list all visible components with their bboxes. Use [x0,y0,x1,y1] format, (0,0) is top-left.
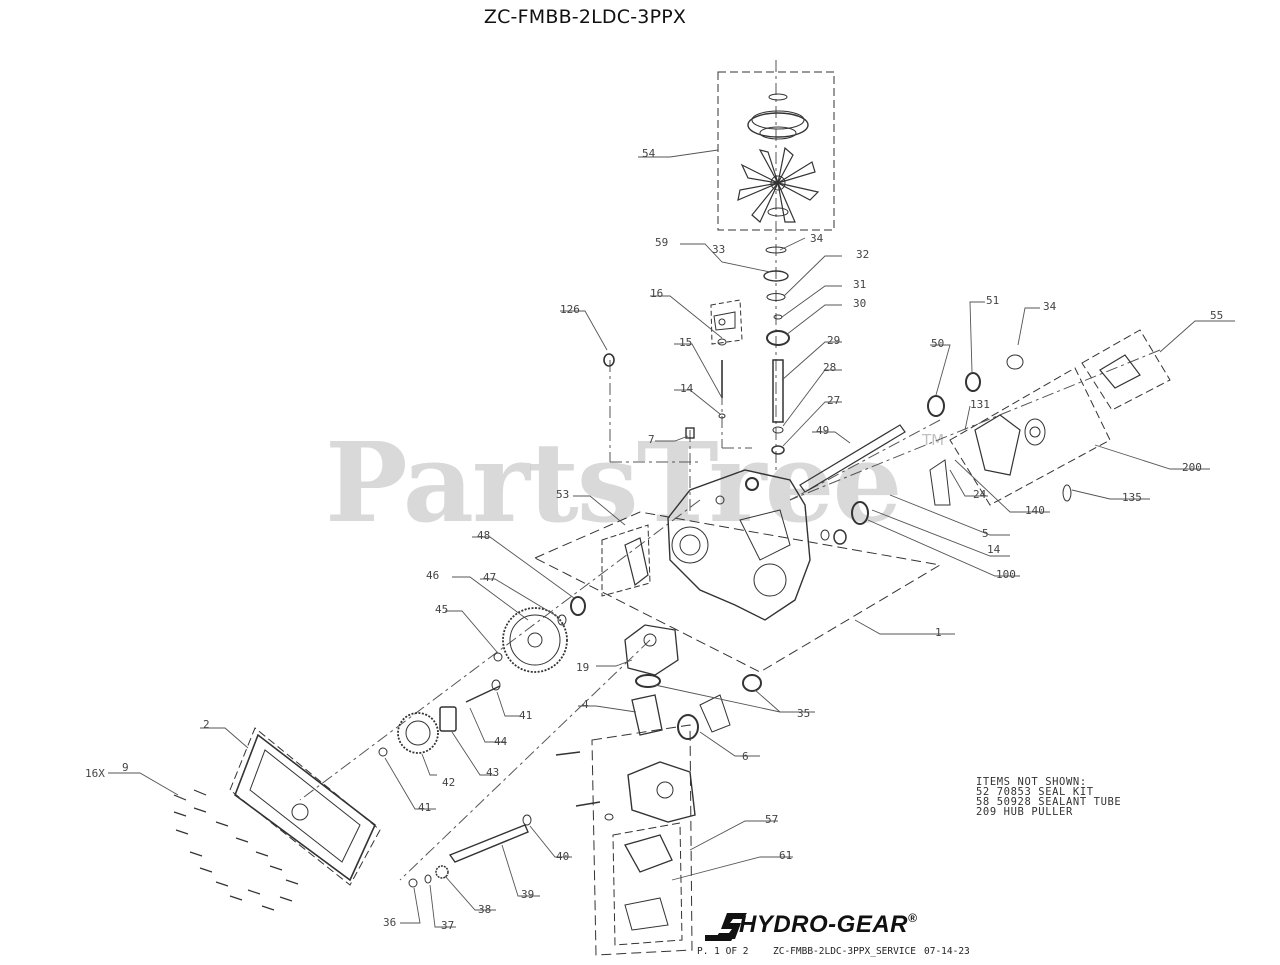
footer-doc: ZC-FMBB-2LDC-3PPX_SERVICE [773,946,916,957]
footer-page: P. 1 OF 2 [697,946,749,957]
callout-37: 37 [441,919,454,932]
callout-40: 40 [556,850,569,863]
callout-41: 41 [519,709,532,722]
callout-14b: 14 [987,543,1001,556]
watermark-tm: TM [922,431,945,449]
callout-29: 29 [827,334,840,347]
callout-19: 19 [576,661,589,674]
callout-5: 5 [982,527,989,540]
brand-name: HYDRO-GEAR [739,911,909,938]
callout-4: 4 [582,698,589,711]
hydro-gear-logo: HYDRO-GEAR® [705,909,945,943]
callout-16x: 16X [85,767,105,780]
callout-15: 15 [679,336,692,349]
note-item: 209 HUB PULLER [976,806,1073,818]
diagram-title: ZC-FMBB-2LDC-3PPX [483,6,687,28]
callout-46: 46 [426,569,439,582]
group-box-59 [710,299,743,345]
callout-200: 200 [1182,461,1202,474]
callout-24: 24 [973,488,987,501]
callout-135: 135 [1122,491,1142,504]
callout-42: 42 [442,776,455,789]
brand-mark: ® [908,911,918,925]
callout-34: 34 [810,232,824,245]
callout-53: 53 [556,488,569,501]
callout-34b: 34 [1043,300,1057,313]
callout-41b: 41 [418,801,431,814]
callout-38: 38 [478,903,491,916]
callout-16: 16 [650,287,663,300]
callout-140: 140 [1025,504,1045,517]
callout-35: 35 [797,707,810,720]
group-box-61 [612,822,683,946]
callout-1: 1 [935,626,942,639]
note-item: 58 50928 SEALANT TUBE [976,796,1122,808]
callout-49: 49 [816,424,829,437]
callout-54: 54 [642,147,656,160]
group-box-57 [591,724,693,956]
callout-28: 28 [823,361,836,374]
note-item: 52 70853 SEAL KIT [976,786,1094,798]
group-box-55 [1081,329,1171,411]
callout-55: 55 [1210,309,1223,322]
footer-date: 07-14-23 [924,946,970,957]
callout-6: 6 [742,750,749,763]
logo-swoosh-icon [705,913,747,941]
callout-48: 48 [477,529,490,542]
callout-9: 9 [122,761,129,774]
callout-50: 50 [931,337,944,350]
callout-61: 61 [779,849,792,862]
callout-30: 30 [853,297,866,310]
callout-131: 131 [970,398,990,411]
callout-51: 51 [986,294,999,307]
callout-47: 47 [483,571,496,584]
callout-44: 44 [494,735,508,748]
callout-32: 32 [856,248,869,261]
callout-39: 39 [521,888,534,901]
notes-heading: ITEMS NOT SHOWN: [976,776,1087,788]
callout-27: 27 [827,394,840,407]
group-box-2 [229,727,381,886]
callout-100: 100 [996,568,1016,581]
callout-59: 59 [655,236,668,249]
callout-43: 43 [486,766,499,779]
callout-36: 36 [383,916,396,929]
callout-7: 7 [648,433,655,446]
callout-126: 126 [560,303,580,316]
group-box-200 [949,367,1111,506]
callout-33: 33 [712,243,725,256]
items-not-shown: ITEMS NOT SHOWN: 52 70853 SEAL KIT 58 50… [976,776,1122,818]
callout-14: 14 [680,382,694,395]
group-box-53 [601,524,651,597]
callout-45: 45 [435,603,448,616]
group-box-1 [533,511,942,673]
callout-2: 2 [203,718,210,731]
callout-31: 31 [853,278,866,291]
callout-57: 57 [765,813,778,826]
